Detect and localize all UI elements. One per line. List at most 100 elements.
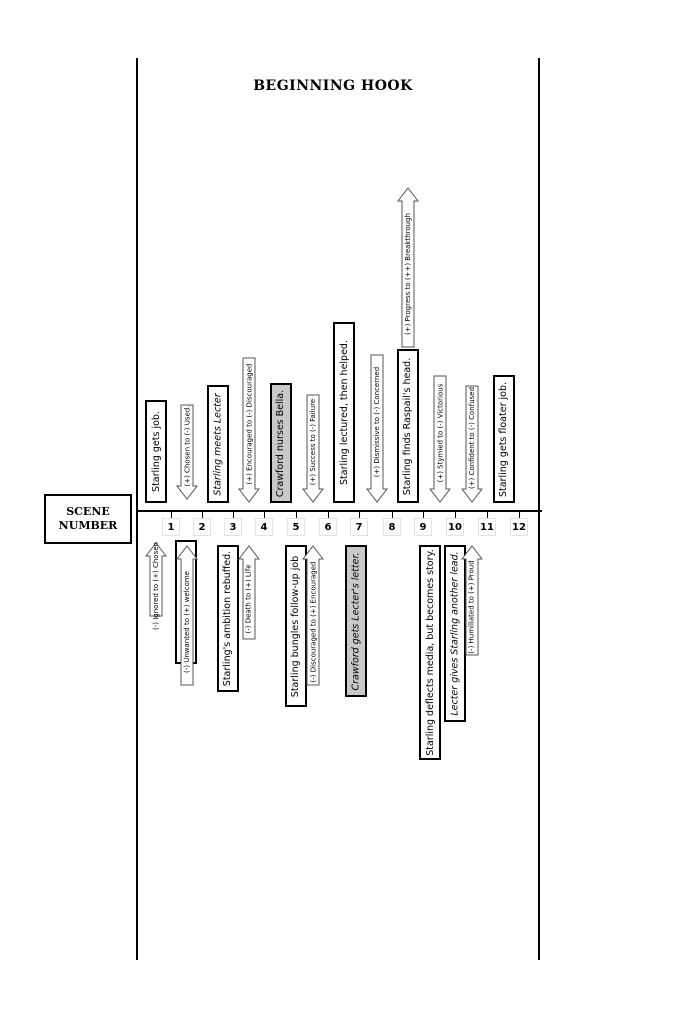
bottom-event-scene-7-label: Crawford gets Lecter's letter. <box>350 551 362 691</box>
axis-tick <box>264 510 265 518</box>
scene-number-label: SCENE NUMBER <box>44 494 132 544</box>
up-arrow-scene-4-label-box: (-) Death to (+) Life <box>243 559 255 639</box>
up-arrow-scene-2 <box>175 545 199 686</box>
scene-number-7: 7 <box>350 518 368 536</box>
axis-tick <box>519 510 520 518</box>
up-arrow-scene-2-label-box: (-) Unwanted to (+) welcome <box>181 559 193 685</box>
up-arrow-top-scene-9 <box>396 187 420 348</box>
scene-axis-line <box>138 510 542 512</box>
up-arrow-scene-1-shape <box>144 542 168 617</box>
up-arrow-scene-11-label: (-) Humiliated to (+) Proud <box>468 560 476 654</box>
down-arrow-scene-2-label: (+) Chosen to (-) Used. <box>183 405 191 486</box>
left-border-line <box>136 58 138 960</box>
axis-tick <box>423 510 424 518</box>
axis-tick <box>171 510 172 518</box>
top-event-scene-12: Starling gets floater job. <box>493 375 515 503</box>
down-arrow-scene-6 <box>301 394 325 503</box>
scene-number-12: 12 <box>510 518 528 536</box>
bottom-event-scene-5: Starling bungles follow-up job <box>285 545 307 707</box>
scene-number-4: 4 <box>255 518 273 536</box>
scene-number-8: 8 <box>383 518 401 536</box>
scene-label-line2: NUMBER <box>58 519 118 532</box>
top-event-scene-7-label: Starling lectured, then helped. <box>338 340 350 485</box>
up-arrow-top-scene-9-shape <box>396 187 420 348</box>
up-arrow-scene-6 <box>301 545 325 686</box>
scene-number-10: 10 <box>446 518 464 536</box>
down-arrow-scene-2-label-box: (+) Chosen to (-) Used. <box>181 405 193 486</box>
axis-tick <box>455 510 456 518</box>
top-event-scene-5-label: Crawford nurses Bella. <box>275 389 287 497</box>
down-arrow-scene-11 <box>460 385 484 503</box>
axis-tick <box>202 510 203 518</box>
down-arrow-scene-11-shape <box>460 385 484 503</box>
right-border-line <box>538 58 540 960</box>
down-arrow-scene-8-label-box: (+) Dismissive to (-) Concerned <box>371 355 383 489</box>
down-arrow-scene-10-label-box: (+) Stymied to (-) Victorious <box>434 376 446 489</box>
down-arrow-scene-2-shape <box>175 404 199 500</box>
top-event-scene-3: Starling meets Lecter <box>207 385 229 503</box>
bottom-event-scene-9-label: Starling deflects media, but becomes sto… <box>424 549 436 756</box>
down-arrow-scene-6-shape <box>301 394 325 503</box>
bottom-event-scene-3-label: Starling's ambition rebuffed. <box>222 550 234 687</box>
bottom-event-scene-7: Crawford gets Lecter's letter. <box>345 545 367 697</box>
down-arrow-scene-2 <box>175 404 199 500</box>
scene-number-11: 11 <box>478 518 496 536</box>
axis-tick <box>296 510 297 518</box>
down-arrow-scene-4-shape <box>237 357 261 503</box>
top-event-scene-1: Starling gets job. <box>145 400 167 503</box>
bottom-event-scene-5-label: Starling bungles follow-up job <box>290 555 302 697</box>
up-arrow-scene-4-shape <box>237 545 261 640</box>
scene-number-1: 1 <box>162 518 180 536</box>
top-event-scene-9: Starling finds Raspail's head. <box>397 349 419 503</box>
up-arrow-scene-2-shape <box>175 545 199 686</box>
up-arrow-scene-11-shape <box>460 545 484 656</box>
scene-number-5: 5 <box>287 518 305 536</box>
scene-number-6: 6 <box>319 518 337 536</box>
bottom-event-scene-10: Lecter gives Starling another lead. <box>444 545 466 722</box>
up-arrow-scene-4 <box>237 545 261 640</box>
down-arrow-scene-8-shape <box>365 354 389 503</box>
bottom-event-scene-9: Starling deflects media, but becomes sto… <box>419 545 441 760</box>
top-event-scene-12-label: Starling gets floater job. <box>498 381 510 497</box>
down-arrow-scene-10 <box>428 375 452 503</box>
scene-number-2: 2 <box>193 518 211 536</box>
axis-tick <box>233 510 234 518</box>
down-arrow-scene-10-label: (+) Stymied to (-) Victorious <box>436 383 445 482</box>
bottom-event-scene-10-label: Lecter gives Starling another lead. <box>449 551 461 716</box>
down-arrow-scene-11-label-box: (+) Confident to (-) Confused <box>466 386 478 489</box>
axis-tick <box>392 510 393 518</box>
down-arrow-scene-8 <box>365 354 389 503</box>
down-arrow-scene-4 <box>237 357 261 503</box>
axis-tick <box>487 510 488 518</box>
down-arrow-scene-10-shape <box>428 375 452 503</box>
up-arrow-scene-11-label-box: (-) Humiliated to (+) Proud <box>466 559 478 655</box>
top-event-scene-7: Starling lectured, then helped. <box>333 322 355 503</box>
up-arrow-scene-1 <box>144 542 168 617</box>
up-arrow-scene-6-label: (-) Discouraged to (+) Encouraged <box>309 561 318 683</box>
up-arrow-scene-4-label: (-) Death to (+) Life <box>245 564 253 634</box>
up-arrow-scene-2-label: (-) Unwanted to (+) welcome <box>183 571 192 673</box>
scene-number-3: 3 <box>224 518 242 536</box>
down-arrow-scene-4-label: (+) Encouraged to (-) Discouraged <box>245 363 254 484</box>
axis-tick <box>328 510 329 518</box>
down-arrow-scene-8-label: (+) Dismissive to (-) Concerned <box>373 366 382 478</box>
down-arrow-scene-6-label-box: (+) Success to (-) Failure <box>307 395 319 489</box>
chart-title: BEGINNING HOOK <box>253 78 413 94</box>
up-arrow-scene-1-label: (-) Ignored to (+) Chosen <box>152 542 161 630</box>
up-arrow-scene-11 <box>460 545 484 656</box>
up-arrow-scene-1-label-box: (-) Ignored to (+) Chosen <box>150 542 162 630</box>
scene-number-9: 9 <box>414 518 432 536</box>
top-event-scene-3-label: Starling meets Lecter <box>212 392 224 496</box>
axis-tick <box>359 510 360 518</box>
up-arrow-scene-6-shape <box>301 545 325 686</box>
top-event-scene-5: Crawford nurses Bella. <box>270 383 292 503</box>
up-arrow-top-scene-9-label-box: (+) Progress to (++) Breakthrough <box>402 201 414 347</box>
scene-label-line1: SCENE <box>66 505 110 518</box>
up-arrow-top-scene-9-label: (+) Progress to (++) Breakthrough <box>404 212 413 336</box>
up-arrow-scene-6-label-box: (-) Discouraged to (+) Encouraged <box>307 559 319 685</box>
down-arrow-scene-6-label: (+) Success to (-) Failure <box>309 398 318 486</box>
down-arrow-scene-4-label-box: (+) Encouraged to (-) Discouraged <box>243 358 255 489</box>
top-event-scene-1-label: Starling gets job. <box>150 411 162 492</box>
bottom-event-scene-3: Starling's ambition rebuffed. <box>217 545 239 692</box>
